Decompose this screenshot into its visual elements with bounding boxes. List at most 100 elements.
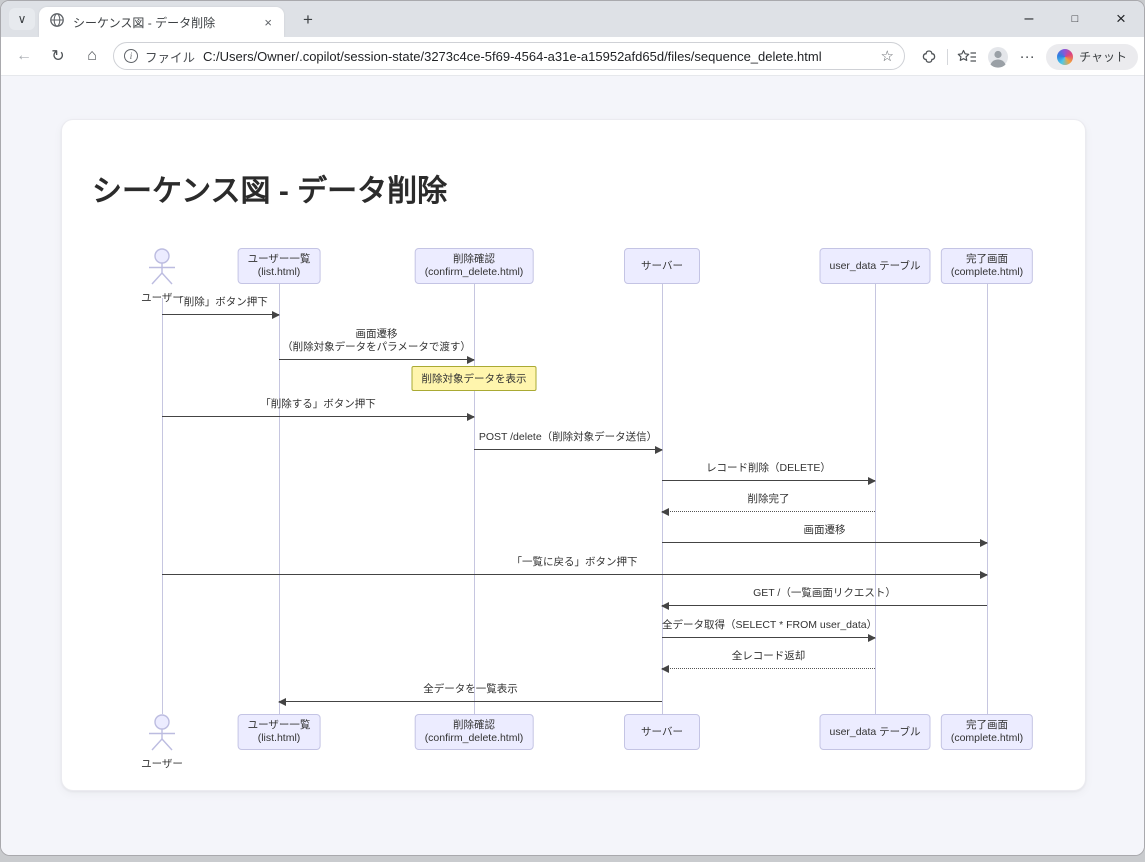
message-arrow	[662, 633, 876, 642]
message-arrow	[278, 697, 662, 706]
message-arrow	[662, 476, 876, 485]
message-arrow	[162, 570, 988, 579]
participant-server-top: サーバー	[624, 248, 700, 284]
arrowhead-icon	[655, 445, 663, 454]
arrowhead-icon	[980, 538, 988, 547]
maximize-button[interactable]: □	[1071, 13, 1079, 25]
favorites-icon[interactable]	[957, 49, 977, 65]
message-label: 削除完了	[747, 493, 790, 505]
sequence-diagram: 「削除」ボタン押下画面遷移（削除対象データをパラメータで渡す） 「削除する」ボタン…	[62, 120, 1085, 790]
message-arrow	[474, 445, 663, 454]
home-button[interactable]: ⌂	[87, 47, 97, 64]
copilot-logo-icon	[1057, 48, 1074, 65]
page-content: シーケンス図 - データ削除 「削除」ボタン押下画面遷移（削除対象データをパラメ…	[1, 77, 1144, 855]
participant-complete-top: 完了画面(complete.html)	[940, 248, 1034, 284]
toolbar: ← ↻ ⌂ i ファイル C:/Users/Owner/.copilot/ses…	[1, 37, 1144, 76]
message-label: 「削除する」ボタン押下	[260, 398, 376, 410]
chat-button-label: チャット	[1079, 50, 1127, 64]
actor-label: ユーザー	[141, 758, 183, 770]
arrowhead-icon	[980, 570, 988, 579]
message-arrow	[279, 355, 475, 364]
lifeline-server	[662, 284, 663, 714]
message-12: 全データを一覧表示	[278, 683, 662, 706]
message-label: 全データを一覧表示	[423, 683, 518, 695]
arrowhead-icon	[272, 310, 280, 319]
actor-label: ユーザー	[141, 292, 183, 304]
browser-tab[interactable]: シーケンス図 - データ削除 ×	[39, 7, 284, 37]
message-7: 画面遷移	[662, 524, 988, 547]
message-label: 「一覧に戻る」ボタン押下	[511, 556, 638, 568]
favorite-star-icon[interactable]: ☆	[880, 48, 894, 65]
toolbar-divider	[947, 48, 949, 65]
participant-complete-bottom: 完了画面(complete.html)	[940, 714, 1034, 750]
message-label: レコード削除（DELETE）	[706, 462, 831, 474]
address-bar[interactable]: i ファイル C:/Users/Owner/.copilot/session-s…	[113, 42, 905, 70]
message-2: 画面遷移（削除対象データをパラメータで渡す）	[279, 328, 475, 364]
participant-confirm-bottom: 削除確認(confirm_delete.html)	[414, 714, 534, 750]
lifeline-user	[162, 298, 163, 714]
window-controls: – □ ×	[1006, 1, 1144, 37]
message-label: 画面遷移（削除対象データをパラメータで渡す）	[282, 328, 471, 353]
message-10: 全データ取得（SELECT * FROM user_data）	[662, 619, 878, 642]
tab-title: シーケンス図 - データ削除	[73, 15, 216, 30]
note: 削除対象データを表示	[411, 366, 537, 391]
message-label: 全データ取得（SELECT * FROM user_data）	[662, 619, 878, 631]
participant-list-top: ユーザー一覧(list.html)	[237, 248, 321, 284]
arrowhead-icon	[661, 664, 669, 673]
participant-server-bottom: サーバー	[624, 714, 700, 750]
message-arrow	[661, 664, 875, 673]
message-label: POST /delete（削除対象データ送信）	[478, 431, 658, 443]
message-label: 全レコード返却	[731, 650, 806, 662]
more-menu-button[interactable]: …	[1019, 44, 1037, 62]
copilot-chat-button[interactable]: チャット	[1046, 43, 1138, 70]
minimize-button[interactable]: –	[1024, 10, 1034, 27]
lifeline-confirm	[474, 284, 475, 714]
message-arrow	[162, 412, 475, 421]
message-3: 「削除する」ボタン押下	[162, 398, 475, 421]
arrowhead-icon	[278, 697, 286, 706]
arrowhead-icon	[661, 601, 669, 610]
actor-user-top: ユーザー	[139, 248, 185, 305]
info-icon[interactable]: i	[124, 49, 138, 63]
message-label: 「削除」ボタン押下	[173, 296, 268, 308]
lifeline-list	[279, 284, 280, 714]
back-button[interactable]: ←	[16, 47, 32, 64]
diagram-card: シーケンス図 - データ削除 「削除」ボタン押下画面遷移（削除対象データをパラメ…	[61, 119, 1086, 791]
browser-essentials-icon[interactable]	[920, 49, 938, 65]
refresh-button[interactable]: ↻	[51, 48, 65, 65]
message-4: POST /delete（削除対象データ送信）	[474, 431, 663, 454]
participant-confirm-top: 削除確認(confirm_delete.html)	[414, 248, 534, 284]
message-11: 全レコード返却	[661, 650, 875, 673]
message-5: レコード削除（DELETE）	[662, 462, 876, 485]
actor-user-bottom: ユーザー	[139, 714, 185, 771]
arrowhead-icon	[467, 355, 475, 364]
message-label: GET /（一覧画面リクエスト）	[753, 587, 896, 599]
tab-search-button[interactable]: ∨	[9, 8, 35, 30]
participant-table-bottom: user_data テーブル	[819, 714, 931, 750]
globe-favicon-icon	[49, 12, 65, 33]
message-9: GET /（一覧画面リクエスト）	[661, 587, 987, 610]
arrowhead-icon	[868, 633, 876, 642]
participant-table-top: user_data テーブル	[819, 248, 931, 284]
lifeline-complete	[987, 284, 988, 714]
message-label: 画面遷移	[803, 524, 846, 536]
chevron-down-icon: ∨	[17, 12, 27, 26]
page-title: シーケンス図 - データ削除	[92, 175, 448, 208]
file-scheme-label: ファイル	[145, 50, 196, 65]
message-1: 「削除」ボタン押下	[162, 296, 280, 319]
close-button[interactable]: ×	[1116, 9, 1126, 28]
toolbar-right: … チャット	[915, 37, 1144, 76]
new-tab-button[interactable]: +	[303, 10, 313, 29]
tab-close-icon[interactable]: ×	[264, 14, 272, 30]
message-arrow	[162, 310, 280, 319]
lifeline-table	[875, 284, 876, 714]
profile-avatar[interactable]	[987, 46, 1009, 68]
message-8: 「一覧に戻る」ボタン押下	[162, 556, 988, 579]
message-arrow	[662, 538, 988, 547]
message-6: 削除完了	[661, 493, 875, 516]
url-text: C:/Users/Owner/.copilot/session-state/32…	[203, 48, 822, 64]
message-arrow	[661, 601, 987, 610]
message-arrow	[661, 507, 875, 516]
arrowhead-icon	[467, 412, 475, 421]
